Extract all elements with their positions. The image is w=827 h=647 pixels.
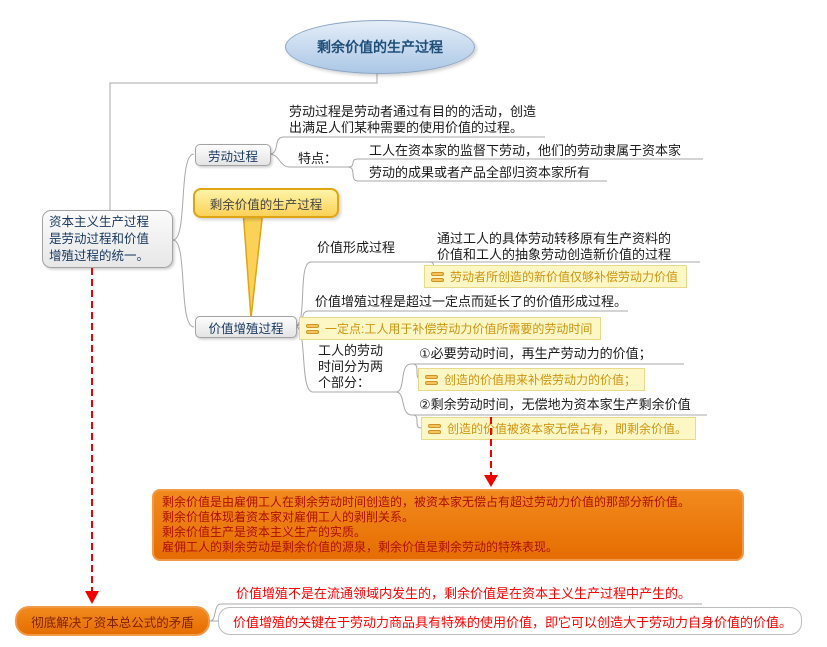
value-formation-label[interactable]: 价值形成过程 [317, 240, 396, 255]
note-certain-point-text: 一定点:工人用于补偿劳动力价值所需要的劳动时间 [325, 322, 593, 336]
note-necessary-text: 创造的价值用来补偿劳动力的价值； [444, 373, 637, 387]
labor-time-line1: 工人的劳动 [318, 343, 384, 358]
value-formation-definition[interactable]: 通过工人的具体劳动转移原有生产资料的 价值和工人的抽象劳动创造新价值的过程 [437, 231, 671, 263]
value-formation-def-line2: 价值和工人的抽象劳动创造新价值的过程 [437, 247, 672, 262]
premise-line2: 是劳动过程和价值 [49, 232, 150, 246]
feature-ownership[interactable]: 劳动的成果或者产品全部归资本家所有 [369, 165, 591, 180]
labor-time-label[interactable]: 工人的劳动 时间分为两 个部分： [318, 343, 383, 391]
summary-line3: 剩余价值生产是资本主义生产的实质。 [162, 525, 367, 539]
note-formation[interactable]: 劳动者所创造的新价值仅够补偿劳动力价值 [424, 265, 688, 288]
note-necessary[interactable]: 创造的价值用来补偿劳动力的价值； [418, 368, 646, 391]
note-lines-icon [306, 323, 319, 334]
premise-node[interactable]: 资本主义生产过程 是劳动过程和价值 增殖过程的统一。 [42, 210, 173, 268]
note-lines-icon [425, 374, 438, 385]
note-lines-icon [431, 271, 444, 282]
labor-time-line3: 个部分： [318, 375, 371, 390]
feature-supervision[interactable]: 工人在资本家的监督下劳动，他们的劳动隶属于资本家 [369, 143, 682, 158]
conclusion-point2-box[interactable]: 价值增殖的关键在于劳动力商品具有特殊的使用价值，即它可以创造大于劳动力自身价值的… [218, 607, 802, 635]
labor-definition-line2: 出满足人们某种需要的使用价值的过程。 [289, 120, 524, 135]
root-node-label: 剩余价值的生产过程 [317, 39, 443, 55]
note-lines-icon [428, 423, 441, 434]
note-surplus[interactable]: 创造的价值被资本家无偿占有，即剩余价值。 [421, 417, 697, 440]
conclusion-node[interactable]: 彻底解决了资本总公式的矛盾 [15, 606, 210, 636]
value-formation-def-line1: 通过工人的具体劳动转移原有生产资料的 [437, 231, 672, 246]
summary-line1: 剩余价值是由雇佣工人在剩余劳动时间创造的，被资本家无偿占有超过劳动力价值的那部分… [162, 495, 691, 509]
callout-surplus-value-production[interactable]: 剩余价值的生产过程 [193, 188, 339, 218]
premise-line3: 增殖过程的统一。 [49, 249, 150, 263]
conclusion-point2: 价值增殖的关键在于劳动力商品具有特殊的使用价值，即它可以创造大于劳动力自身价值的… [233, 614, 793, 630]
summary-box[interactable]: 剩余价值是由雇佣工人在剩余劳动时间创造的，被资本家无偿占有超过劳动力价值的那部分… [152, 489, 744, 561]
summary-line4: 雇佣工人的剩余劳动是剩余价值的源泉，剩余价值是剩余劳动的特殊表现。 [162, 540, 559, 554]
conclusion-point1[interactable]: 价值增殖不是在流通领域内发生的，剩余价值是在资本主义生产过程中产生的。 [236, 586, 692, 601]
premise-line1: 资本主义生产过程 [49, 215, 150, 229]
node-valorization-process[interactable]: 价值增殖过程 [195, 316, 297, 338]
valorization-definition[interactable]: 价值增殖过程是超过一定点而延长了的价值形成过程。 [315, 294, 628, 309]
root-node[interactable]: 剩余价值的生产过程 [285, 20, 475, 74]
necessary-labor-time[interactable]: ①必要劳动时间，再生产劳动力的价值； [419, 346, 652, 361]
note-formation-text: 劳动者所创造的新价值仅够补偿劳动力价值 [450, 270, 679, 284]
surplus-labor-time[interactable]: ②剩余劳动时间，无偿地为资本家生产剩余价值 [419, 397, 691, 412]
node-labor-process[interactable]: 劳动过程 [195, 144, 271, 166]
labor-definition-line1: 劳动过程是劳动者通过有目的的活动，创造 [289, 104, 537, 119]
note-surplus-text: 创造的价值被资本家无偿占有，即剩余价值。 [447, 422, 688, 436]
labor-definition[interactable]: 劳动过程是劳动者通过有目的的活动，创造 出满足人们某种需要的使用价值的过程。 [289, 104, 536, 136]
features-label[interactable]: 特点： [298, 151, 338, 166]
note-certain-point[interactable]: 一定点:工人用于补偿劳动力价值所需要的劳动时间 [299, 317, 602, 340]
summary-line2: 剩余价值体现着资本家对雇佣工人的剥削关系。 [162, 510, 415, 524]
labor-time-line2: 时间分为两 [318, 359, 384, 374]
callout-label: 剩余价值的生产过程 [209, 197, 323, 212]
